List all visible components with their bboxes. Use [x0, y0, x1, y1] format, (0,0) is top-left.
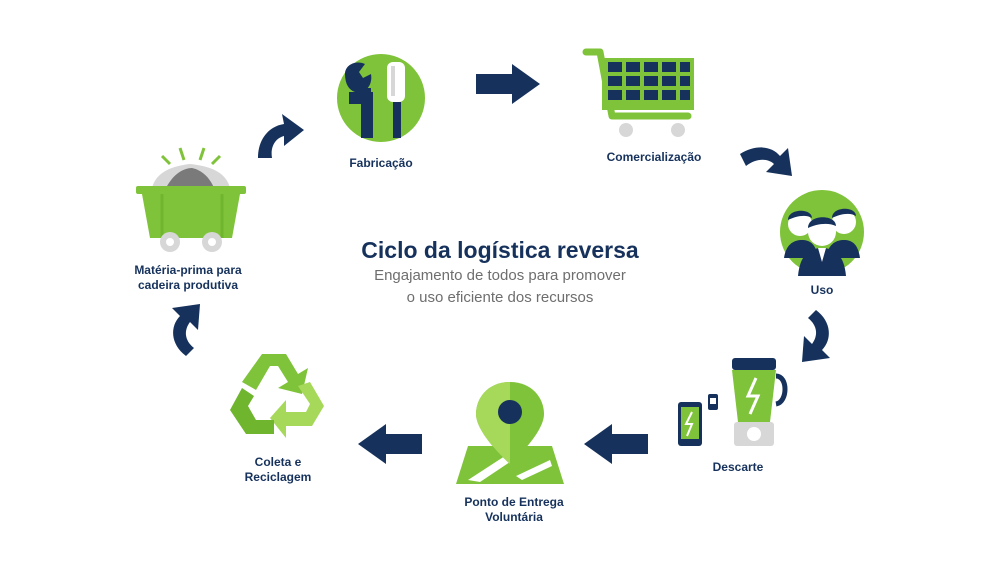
people-icon — [780, 190, 864, 276]
step-label-materia-prima: Matéria-prima para cadeira produtiva — [134, 263, 242, 292]
arrow-curved-icon — [802, 310, 830, 362]
arrow-curved-icon — [172, 304, 200, 356]
shopping-cart-icon — [582, 48, 694, 137]
step-label-ponto-entrega: Ponto de Entrega Voluntária — [464, 495, 564, 524]
arrow-left-icon — [584, 424, 648, 464]
diagram-title: Ciclo da logística reversa — [361, 237, 639, 263]
mine-cart-icon — [136, 147, 246, 252]
electronics-waste-icon — [678, 358, 788, 446]
step-label-uso: Uso — [810, 283, 834, 297]
tools-icon — [337, 54, 425, 142]
step-label-fabricacao: Fabricação — [349, 156, 413, 170]
arrow-left-icon — [358, 424, 422, 464]
arrow-curved-icon — [740, 147, 792, 176]
step-label-coleta: Coleta e Reciclagem — [244, 455, 312, 484]
step-label-comercializacao: Comercialização — [606, 150, 702, 164]
arrow-right-icon — [476, 64, 540, 104]
diagram-subtitle-line1: Engajamento de todos para promover — [374, 267, 626, 284]
map-pin-icon — [456, 382, 564, 484]
recycle-icon — [230, 354, 324, 438]
diagram-subtitle-line2: o uso eficiente dos recursos — [406, 289, 594, 306]
arrow-curved-icon — [258, 114, 304, 158]
center-caption: Ciclo da logística reversa Engajamento d… — [330, 236, 670, 308]
step-label-descarte: Descarte — [712, 460, 764, 474]
